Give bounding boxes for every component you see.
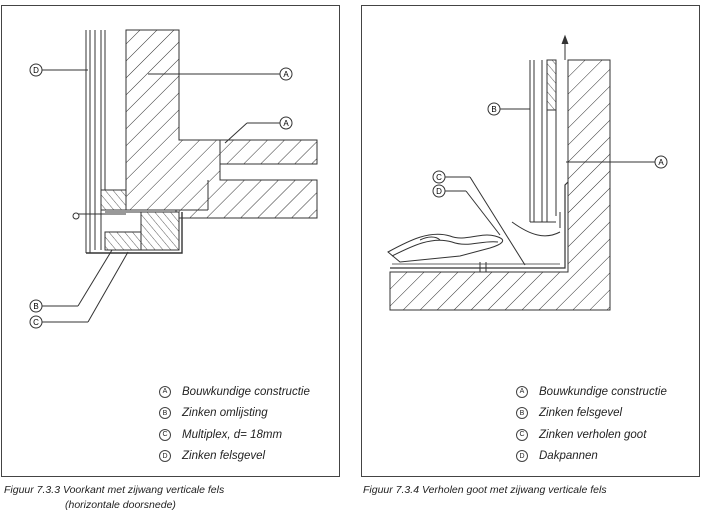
legend-letter: A: [159, 385, 171, 398]
legend-text: Dakpannen: [539, 450, 598, 463]
callout-d-right: D: [432, 184, 446, 198]
caption-right: Figuur 7.3.4 Verholen goot met zijwang v…: [363, 483, 607, 498]
caption-right-line1: Figuur 7.3.4 Verholen goot met zijwang v…: [363, 484, 607, 496]
callout-a-left-2: A: [279, 116, 293, 130]
callouts-left: D A A B C: [29, 63, 293, 329]
caption-left-line1: Figuur 7.3.3 Voorkant met zijwang vertic…: [4, 484, 225, 496]
legend-letter: C: [516, 428, 528, 441]
leader-lines-left: [42, 69, 280, 323]
legend-text: Bouwkundige constructie: [182, 385, 310, 398]
legend-item: B Zinken felsgevel: [516, 403, 667, 425]
callout-c-right: C: [432, 170, 446, 184]
roof-tiles: [387, 233, 504, 272]
legend-item: D Dakpannen: [516, 446, 667, 468]
callout-a-right: A: [654, 155, 668, 169]
legend-text: Zinken omlijsting: [182, 407, 268, 420]
legend-item: C Multiplex, d= 18mm: [159, 424, 310, 446]
legend-item: A Bouwkundige constructie: [516, 381, 667, 403]
detail-drawing-right: B A C D: [387, 34, 668, 311]
svg-text:C: C: [33, 318, 39, 327]
callouts-right: B A C D: [432, 102, 668, 198]
legend-item: B Zinken omlijsting: [159, 403, 310, 425]
svg-text:A: A: [283, 70, 289, 79]
figure-panel-right: [361, 5, 700, 477]
caption-left: Figuur 7.3.3 Voorkant met zijwang vertic…: [4, 483, 224, 513]
zinc-cladding: [85, 30, 127, 253]
legend-text: Multiplex, d= 18mm: [182, 428, 283, 441]
legend-text: Bouwkundige constructie: [539, 385, 667, 398]
zinc-felsgevel: [529, 34, 569, 228]
callout-b-right: B: [487, 102, 501, 116]
callout-c-left: C: [29, 315, 43, 329]
legend-letter: C: [159, 428, 171, 441]
svg-text:B: B: [33, 302, 38, 311]
legend-item: A Bouwkundige constructie: [159, 381, 310, 403]
legend-letter: D: [159, 450, 171, 463]
legend-text: Zinken felsgevel: [539, 407, 623, 420]
legend-letter: B: [516, 407, 528, 420]
svg-text:A: A: [283, 119, 289, 128]
legend-item: C Zinken verholen goot: [516, 424, 667, 446]
legend-letter: D: [516, 450, 528, 463]
legend-right: A Bouwkundige constructie B Zinken felsg…: [516, 381, 667, 467]
legend-letter: A: [516, 385, 528, 398]
svg-text:B: B: [491, 105, 496, 114]
callout-b-left: B: [29, 299, 43, 313]
caption-left-line2: (horizontale doorsnede): [65, 499, 176, 511]
callout-a-left-1: A: [279, 67, 293, 81]
legend-left: A Bouwkundige constructie B Zinken omlij…: [159, 381, 310, 467]
legend-letter: B: [159, 407, 171, 420]
wall-construction: [125, 29, 318, 219]
callout-d-left: D: [29, 63, 43, 77]
svg-text:C: C: [436, 173, 442, 182]
svg-text:D: D: [436, 187, 442, 196]
svg-text:D: D: [33, 66, 39, 75]
multiplex-frame: [72, 211, 183, 254]
legend-text: Zinken felsgevel: [182, 450, 266, 463]
legend-item: D Zinken felsgevel: [159, 446, 310, 468]
svg-text:A: A: [658, 158, 664, 167]
legend-text: Zinken verholen goot: [539, 428, 647, 441]
